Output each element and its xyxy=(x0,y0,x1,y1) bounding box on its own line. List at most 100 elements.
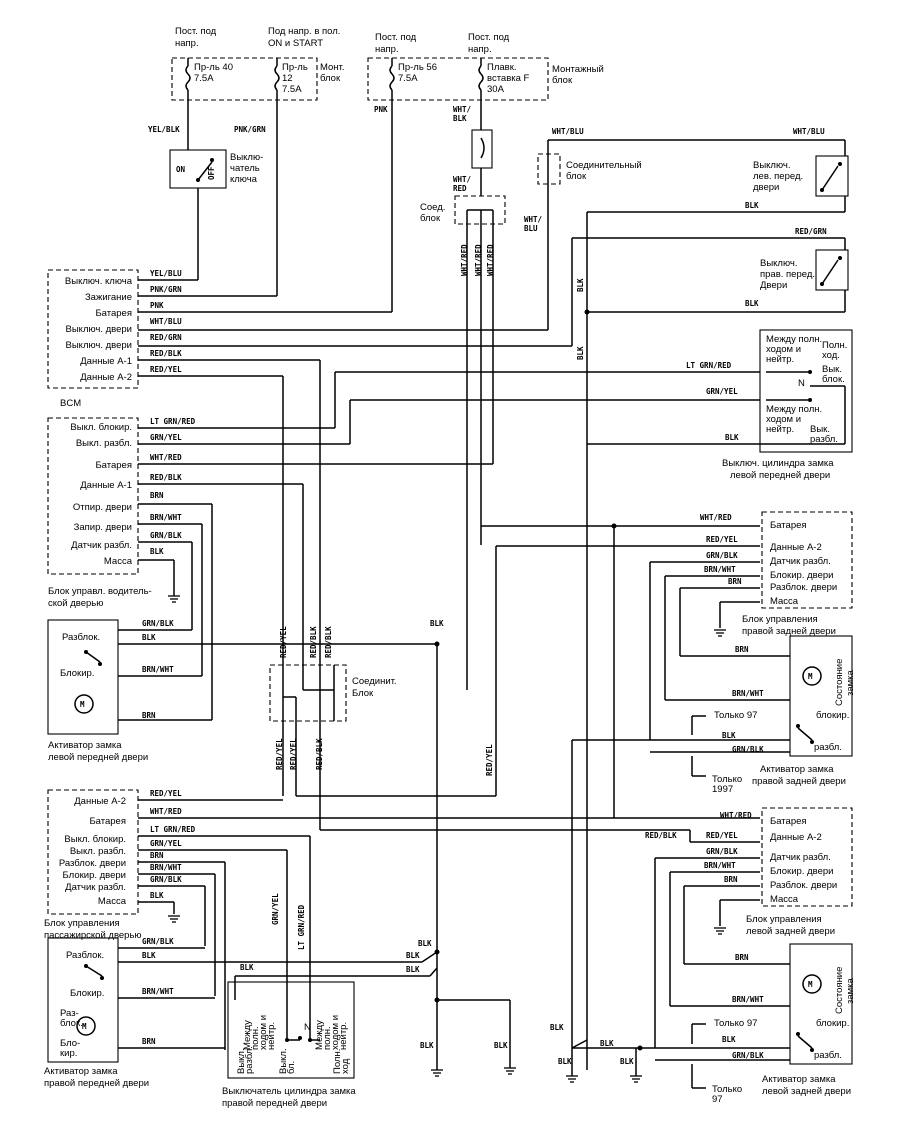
svg-text:BRN: BRN xyxy=(150,491,164,500)
svg-text:Только 97: Только 97 xyxy=(714,710,757,721)
svg-text:Блок управл. водитель-ской две: Блок управл. водитель-ской дверью xyxy=(48,586,152,609)
svg-text:RED/YEL: RED/YEL xyxy=(279,626,288,658)
svg-text:Полн.: Полн. xyxy=(332,1049,343,1074)
svg-text:BLK: BLK xyxy=(558,1057,572,1066)
svg-text:GRN/BLK: GRN/BLK xyxy=(732,745,764,754)
svg-text:BLK: BLK xyxy=(150,547,164,556)
joint-block-top: Соед.блок WHT/RED WHT/RED WHT/RED xyxy=(420,195,506,690)
svg-text:Батарея: Батарея xyxy=(95,460,132,471)
svg-text:WHT/BLU: WHT/BLU xyxy=(552,127,584,136)
svg-text:Данные A-2: Данные A-2 xyxy=(770,832,822,843)
svg-text:GRN/BLK: GRN/BLK xyxy=(150,875,182,884)
svg-text:WHT/RED: WHT/RED xyxy=(720,811,752,820)
svg-text:Батарея: Батарея xyxy=(89,816,126,827)
svg-text:RED/GRN: RED/GRN xyxy=(795,227,827,236)
svg-text:RED/YEL: RED/YEL xyxy=(289,738,298,770)
svg-text:Разблок. двери: Разблок. двери xyxy=(770,582,837,593)
svg-text:Отпир. двери: Отпир. двери xyxy=(73,502,132,513)
svg-text:GRN/YEL: GRN/YEL xyxy=(150,433,182,442)
svg-text:GRN/BLK: GRN/BLK xyxy=(142,937,174,946)
svg-text:Между: Между xyxy=(314,1020,325,1050)
svg-text:GRN/BLK: GRN/BLK xyxy=(706,551,738,560)
rr-door-control-unit: Батарея Данные A-2 Датчик разбл. Блокир.… xyxy=(481,511,853,796)
svg-text:BLK: BLK xyxy=(142,633,156,642)
bcm-module: BCM Выключ. ключа Зажигание Батарея Выкл… xyxy=(47,269,572,665)
svg-text:Вык.блок.: Вык.блок. xyxy=(822,364,845,385)
svg-text:BLK: BLK xyxy=(550,1023,564,1032)
svg-text:BRN/WHT: BRN/WHT xyxy=(704,861,736,870)
svg-text:WHT/RED: WHT/RED xyxy=(453,175,472,193)
svg-text:бл.: бл. xyxy=(286,1061,297,1074)
svg-text:BRN: BRN xyxy=(728,577,742,586)
svg-text:OFF: OFF xyxy=(207,166,216,180)
svg-text:BLK: BLK xyxy=(430,619,444,628)
svg-text:Вык.разбл.: Вык.разбл. xyxy=(810,424,838,445)
svg-text:Данные A-1: Данные A-1 xyxy=(80,480,132,491)
svg-text:Выкл.: Выкл. xyxy=(278,1048,289,1074)
svg-text:Датчик разбл.: Датчик разбл. xyxy=(770,556,831,567)
circuit-breaker: WHT/BLK WHT/RED xyxy=(453,100,493,196)
svg-text:LT GRN/RED: LT GRN/RED xyxy=(297,904,306,950)
svg-text:RED/BLK: RED/BLK xyxy=(324,626,333,658)
svg-text:BLK: BLK xyxy=(150,891,164,900)
svg-text:Запир. двери: Запир. двери xyxy=(74,522,132,533)
svg-text:WHT/RED: WHT/RED xyxy=(150,453,182,462)
svg-text:GRN/BLK: GRN/BLK xyxy=(150,531,182,540)
svg-text:RED/YEL: RED/YEL xyxy=(485,744,494,776)
svg-text:Пр-ль 407.5A: Пр-ль 407.5A xyxy=(194,62,233,84)
label-mont-block-1: Монт.блок xyxy=(320,62,345,84)
svg-text:GRN/YEL: GRN/YEL xyxy=(150,839,182,848)
svg-text:Разблок.: Разблок. xyxy=(66,950,104,961)
fuse-block-2 xyxy=(367,57,549,101)
svg-text:M: M xyxy=(82,1022,87,1031)
svg-text:BRN: BRN xyxy=(150,851,164,860)
svg-text:N: N xyxy=(304,1022,311,1033)
svg-text:блокир.: блокир. xyxy=(816,1018,849,1029)
svg-text:Выключ. двери: Выключ. двери xyxy=(66,340,132,351)
svg-text:Блокир. двери: Блокир. двери xyxy=(63,870,126,881)
svg-text:ходом и: ходом и xyxy=(258,1015,269,1050)
svg-text:BRN/WHT: BRN/WHT xyxy=(732,689,764,698)
svg-text:Выключ. ключа: Выключ. ключа xyxy=(65,276,133,287)
svg-text:WHT/RED: WHT/RED xyxy=(474,244,483,276)
lr-door-lock-actuator: Состояниезамка M BRN BRN/WHT блокир. раз… xyxy=(637,943,856,1105)
svg-text:LT GRN/RED: LT GRN/RED xyxy=(150,825,196,834)
wire-pnk-grn-ign: PNK/GRN xyxy=(234,100,278,296)
svg-text:GRN/BLK: GRN/BLK xyxy=(706,847,738,856)
wire-pnk-battery: PNK xyxy=(374,100,393,312)
bcm-title: BCM xyxy=(60,398,81,409)
svg-text:BRN: BRN xyxy=(142,1037,156,1046)
svg-text:ход: ход xyxy=(340,1058,351,1074)
svg-text:Выкл. разбл.: Выкл. разбл. xyxy=(76,438,132,449)
svg-text:BLK: BLK xyxy=(494,1041,508,1050)
lf-door-lock-actuator: Разблок. Блокир. M GRN/BLK BLK BRN/WHT B… xyxy=(47,619,440,763)
svg-text:PNK/GRN: PNK/GRN xyxy=(234,125,266,134)
svg-text:полн.: полн. xyxy=(322,1026,333,1050)
svg-text:Между: Между xyxy=(242,1020,253,1050)
svg-text:Соед.блок: Соед.блок xyxy=(420,202,445,224)
svg-text:BRN/WHT: BRN/WHT xyxy=(142,665,174,674)
svg-text:ходом и: ходом и xyxy=(330,1015,341,1050)
joint-connector-block: Соединит.Блок RED/YEL RED/BLK RED/BLK RE… xyxy=(269,626,496,830)
svg-text:BRN: BRN xyxy=(142,711,156,720)
svg-text:Батарея: Батарея xyxy=(770,816,807,827)
svg-text:WHT/RED: WHT/RED xyxy=(150,807,182,816)
